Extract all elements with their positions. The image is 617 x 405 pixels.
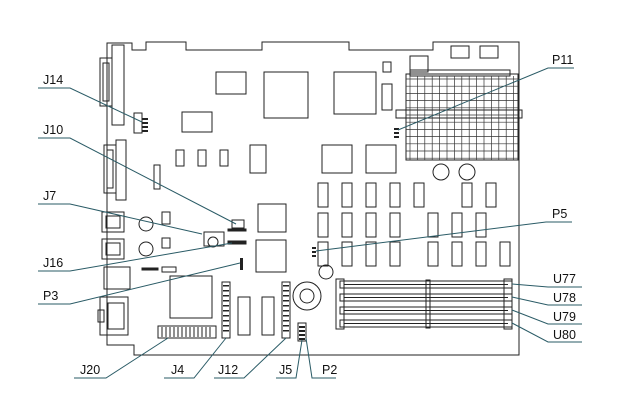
label-j20: J20: [80, 363, 100, 377]
label-j14: J14: [43, 73, 63, 87]
leader-u79: [511, 309, 582, 325]
label-p5: P5: [552, 207, 567, 221]
label-j4: J4: [171, 363, 184, 377]
leader-lines: [38, 67, 582, 379]
callout-labels: J14 J10 J7 J16 P3 J20 J4 J12 J5 P2 P11 P…: [43, 53, 576, 377]
label-j12: J12: [218, 363, 238, 377]
leader-p5: [315, 221, 572, 252]
label-p3: P3: [43, 289, 58, 303]
label-u79: U79: [553, 310, 576, 324]
leader-j7: [38, 203, 203, 235]
leader-p11: [397, 67, 574, 131]
leader-p2: [305, 337, 336, 379]
cpu-socket-grid: [406, 76, 518, 160]
label-u77: U77: [553, 272, 576, 286]
leader-j5: [276, 339, 303, 379]
dimm-slots: [335, 278, 513, 330]
leader-j16: [38, 242, 233, 272]
leader-j10: [38, 137, 237, 225]
label-p2: P2: [322, 363, 337, 377]
leader-j14: [38, 87, 143, 123]
pin-headers: [142, 118, 399, 340]
label-u80: U80: [553, 328, 576, 342]
leader-j20: [74, 337, 169, 379]
label-u78: U78: [553, 291, 576, 305]
leader-j4: [164, 337, 227, 379]
label-j16: J16: [43, 256, 63, 270]
label-j5: J5: [279, 363, 292, 377]
label-j7: J7: [43, 189, 56, 203]
board-outline: [106, 41, 520, 356]
left-edge-connectors: [97, 44, 131, 336]
label-p11: P11: [552, 53, 573, 67]
capacitors-battery: [138, 163, 476, 311]
j20-header-stripes: [161, 327, 211, 337]
leader-u78: [511, 296, 582, 306]
leader-p3: [38, 262, 241, 305]
label-j10: J10: [43, 123, 63, 137]
leader-j12: [214, 337, 287, 379]
leader-u77: [511, 283, 582, 288]
chips: [133, 45, 511, 342]
leader-u80: [511, 322, 582, 343]
